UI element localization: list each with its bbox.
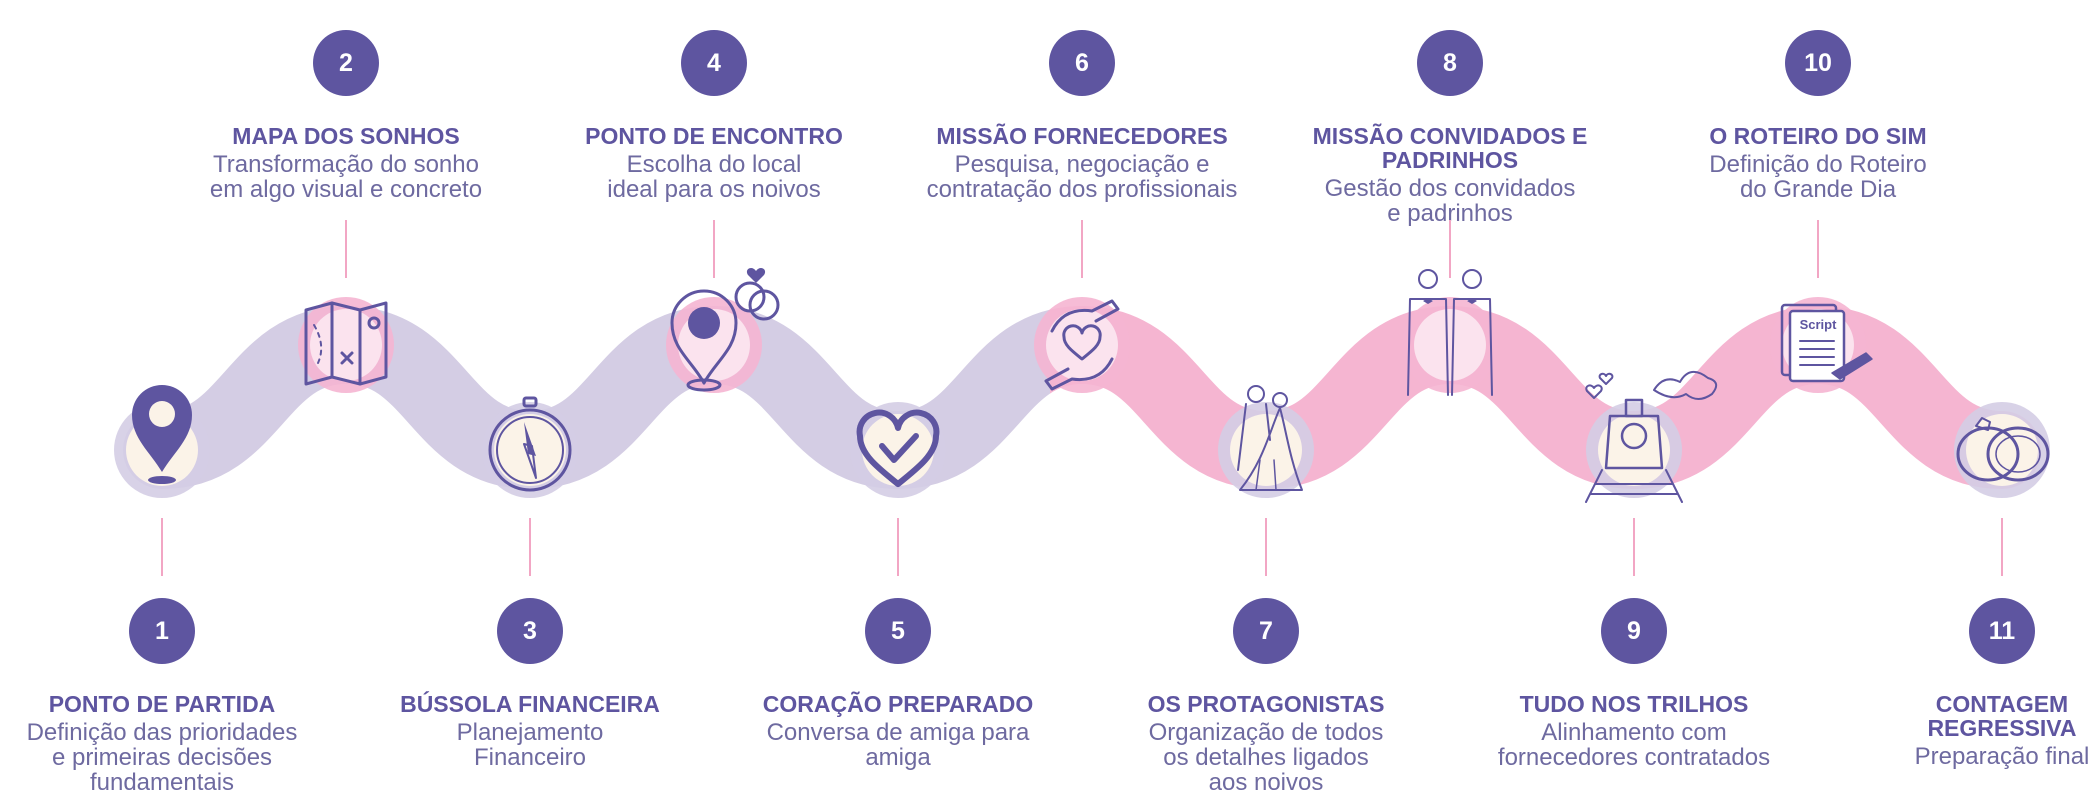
heart-check-icon: [856, 409, 940, 487]
step-number-badge: 11: [1969, 598, 2035, 664]
step-description: Definição do Roteiro do Grande Dia: [1709, 151, 1927, 203]
step-description: Transformação do sonho em algo visual e …: [209, 151, 483, 203]
step-title: MAPA DOS SONHOS: [232, 123, 460, 149]
step-description: Conversa de amiga para amiga: [766, 719, 1030, 771]
connector-line: [529, 518, 531, 576]
step-description: Definição das prioridades e primeiras de…: [26, 719, 298, 796]
step-number-badge: 6: [1049, 30, 1115, 96]
connector-line: [345, 220, 347, 278]
pin-with-rings-icon: [670, 268, 780, 392]
step-description: Pesquisa, negociação e contratação dos p…: [926, 151, 1238, 203]
step-number-badge: 2: [313, 30, 379, 96]
wedding-rings-icon: [1956, 417, 2050, 482]
step-title: CONTAGEM REGRESSIVA: [1927, 691, 2077, 741]
step-description: Preparação final: [1914, 743, 2090, 770]
step-number-badge: 8: [1417, 30, 1483, 96]
connector-line: [1081, 220, 1083, 278]
connector-line: [161, 518, 163, 576]
connector-line: [1817, 220, 1819, 278]
location-pin-icon: [132, 385, 192, 484]
node-7: [1218, 402, 1314, 498]
step-description: Gestão dos convidados e padrinhos: [1324, 175, 1576, 227]
step-description: Planejamento Financeiro: [456, 719, 604, 771]
folded-map-icon: [304, 301, 388, 386]
step-number-badge: 4: [681, 30, 747, 96]
connector-line: [897, 518, 899, 576]
step-title: PONTO DE PARTIDA: [48, 691, 276, 717]
step-title: PONTO DE ENCONTRO: [585, 123, 843, 149]
script-label: Script: [1800, 317, 1838, 332]
step-number-badge: 5: [865, 598, 931, 664]
step-title: OS PROTAGONISTAS: [1147, 691, 1385, 717]
step-number-badge: 9: [1601, 598, 1667, 664]
node-11: [1954, 402, 2050, 498]
node-8: [1402, 297, 1498, 393]
step-description: Alinhamento com fornecedores contratados: [1497, 719, 1771, 771]
connector-line: [1633, 518, 1635, 576]
groomsmen-icon: [1407, 269, 1493, 396]
step-title: O ROTEIRO DO SIM: [1709, 123, 1927, 149]
compass-icon: [488, 396, 572, 492]
hands-heart-icon: [1044, 299, 1120, 391]
script-document-icon: Script: [1780, 303, 1873, 383]
train-icon: [1585, 371, 1718, 503]
step-number-badge: 3: [497, 598, 563, 664]
step-description: Escolha do local ideal para os noivos: [607, 151, 821, 203]
step-title: MISSÃO FORNECEDORES: [936, 123, 1228, 149]
step-title: MISSÃO CONVIDADOS E PADRINHOS: [1312, 123, 1588, 173]
step-description: Organização de todos os detalhes ligados…: [1148, 719, 1384, 796]
connector-line: [1449, 220, 1451, 278]
step-title: TUDO NOS TRILHOS: [1519, 691, 1749, 717]
step-number-badge: 7: [1233, 598, 1299, 664]
connector-line: [1265, 518, 1267, 576]
step-title: BÚSSOLA FINANCEIRA: [400, 691, 660, 717]
bride-groom-icon: [1237, 385, 1303, 491]
step-number-badge: 1: [129, 598, 195, 664]
step-number-badge: 10: [1785, 30, 1851, 96]
step-title: CORAÇÃO PREPARADO: [762, 691, 1034, 717]
connector-line: [2001, 518, 2003, 576]
connector-line: [713, 220, 715, 278]
